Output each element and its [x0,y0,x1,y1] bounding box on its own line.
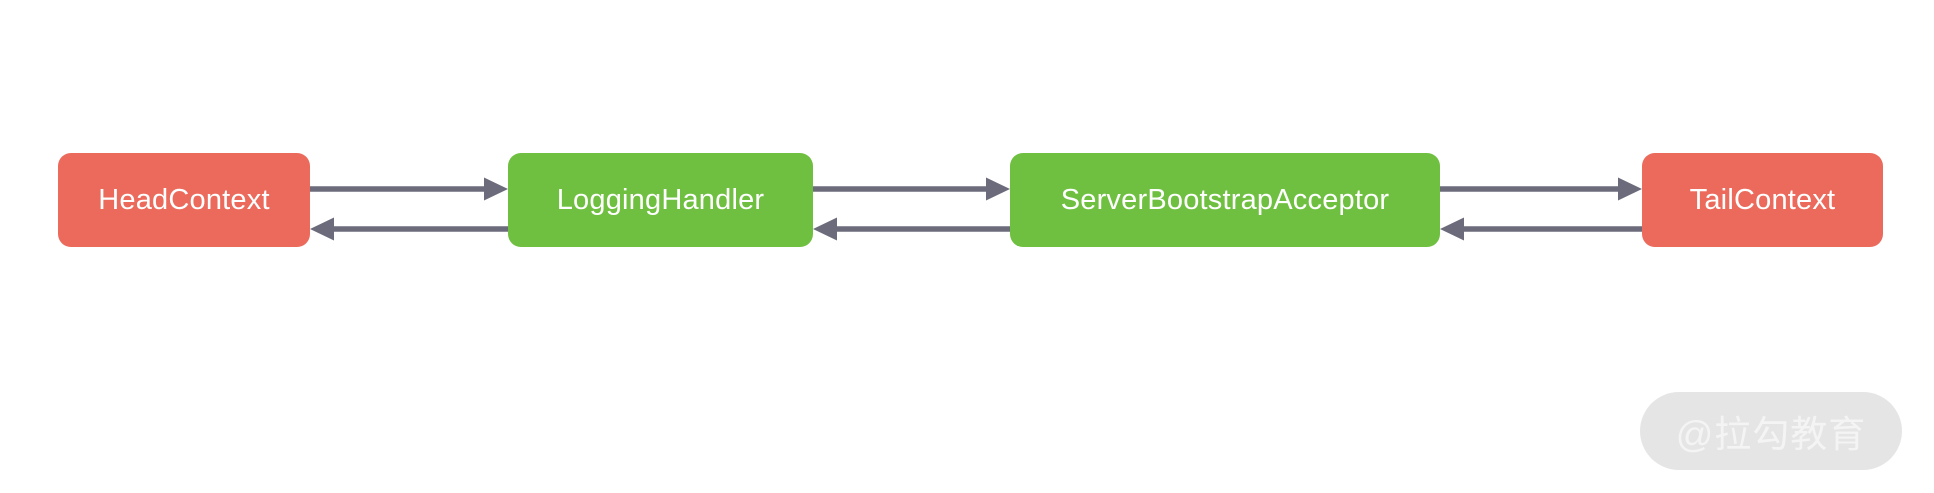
arrow-head-tail-to-acceptor [1440,217,1464,241]
node-tail-context[interactable]: TailContext [1642,153,1883,247]
node-label-server-bootstrap-acceptor: ServerBootstrapAcceptor [1060,183,1390,216]
arrow-group [310,177,1642,241]
watermark-label: @拉勾教育 [1675,414,1867,455]
node-label-head-context: HeadContext [98,183,270,216]
arrow-head-acceptor-to-logging [813,217,837,241]
arrow-head-logging-to-acceptor [986,177,1010,201]
node-label-tail-context: TailContext [1689,183,1836,216]
arrow-head-head-to-logging [484,177,508,201]
node-logging-handler[interactable]: LoggingHandler [508,153,813,247]
node-server-bootstrap-acceptor[interactable]: ServerBootstrapAcceptor [1010,153,1440,247]
node-head-context[interactable]: HeadContext [58,153,310,247]
arrow-head-acceptor-to-tail [1618,177,1642,201]
arrow-head-logging-to-head [310,217,334,241]
node-label-logging-handler: LoggingHandler [556,183,765,216]
watermark-badge: @拉勾教育 [1640,392,1902,470]
